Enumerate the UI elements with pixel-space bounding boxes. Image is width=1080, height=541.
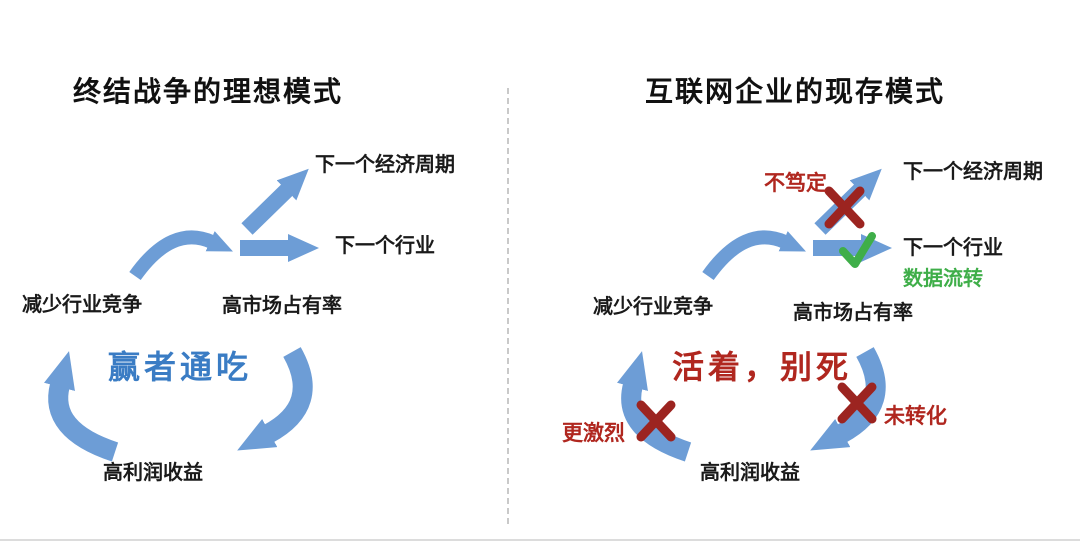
right-cycle-arrow-down	[810, 347, 886, 451]
right-arrow-reduce-to-share	[702, 230, 806, 281]
x-mark-not-converted-icon	[837, 382, 877, 424]
x-mark-next-cycle-icon	[824, 186, 865, 229]
right-node-reduce-competition: 减少行业竞争	[593, 296, 713, 318]
left-panel-title: 终结战争的理想模式	[73, 76, 344, 107]
left-node-high-market-share: 高市场占有率	[222, 295, 342, 317]
right-cycle-arrow-up	[617, 351, 692, 462]
bottom-edge-line	[0, 539, 1080, 541]
right-node-next-industry: 下一个行业	[903, 237, 1003, 259]
right-slogan: 活着，别死	[672, 349, 853, 385]
left-node-high-profit: 高利润收益	[103, 462, 203, 484]
right-node-next-economic-cycle: 下一个经济周期	[903, 161, 1043, 183]
right-note-data-flow: 数据流转	[903, 268, 983, 290]
right-node-high-market-share: 高市场占有率	[793, 302, 913, 324]
right-note-not-certain: 不笃定	[764, 172, 827, 195]
left-node-next-industry: 下一个行业	[335, 235, 435, 257]
check-mark-next-industry-icon	[839, 232, 876, 268]
right-node-high-profit: 高利润收益	[700, 462, 800, 484]
right-panel-title: 互联网企业的现存模式	[645, 76, 946, 107]
left-cycle-arrow-up	[44, 351, 119, 462]
left-arrow-to-next-cycle	[241, 168, 309, 235]
right-note-more-intense: 更激烈	[562, 422, 625, 445]
x-mark-more-intense-icon	[636, 400, 676, 442]
left-slogan: 赢者通吃	[108, 349, 253, 385]
left-cycle-arrow-down	[237, 347, 313, 451]
left-arrow-reduce-to-share	[129, 230, 233, 281]
left-node-reduce-competition: 减少行业竞争	[22, 294, 142, 316]
right-note-not-converted: 未转化	[884, 405, 947, 428]
panel-divider	[507, 88, 509, 524]
left-node-next-economic-cycle: 下一个经济周期	[315, 154, 455, 176]
